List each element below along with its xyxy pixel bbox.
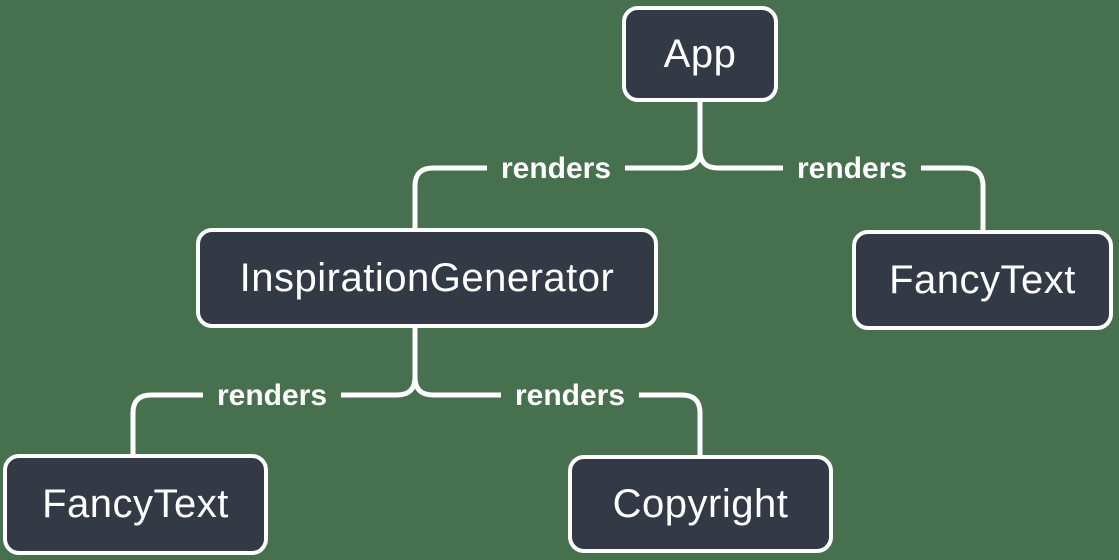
node-inspiration-generator: InspirationGenerator: [196, 228, 658, 328]
node-fancy-text-top: FancyText: [852, 230, 1113, 330]
edge-label-renders: renders: [500, 379, 640, 413]
node-fancy-text-bottom: FancyText: [3, 454, 268, 555]
edge-label-renders: renders: [486, 152, 626, 186]
edge-label-renders: renders: [202, 379, 342, 413]
node-app: App: [622, 6, 778, 102]
edge-label-renders: renders: [782, 152, 922, 186]
node-copyright: Copyright: [568, 455, 833, 553]
